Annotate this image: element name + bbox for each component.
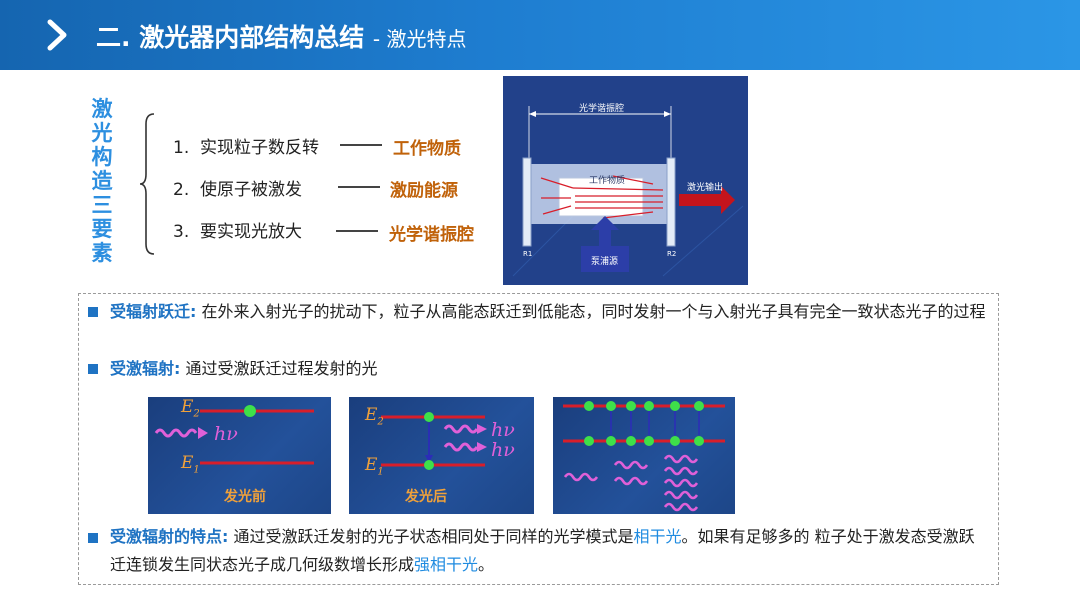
element-tag-2: 激励能源	[390, 181, 458, 201]
pump-label: 泵浦源	[591, 257, 619, 267]
stimulated-transition-paragraph: 受辐射跃迁: 在外来入射光子的扰动下，粒子从高能态跃迁到低能态，同时发射一个与入…	[110, 302, 986, 321]
after-label: 发光后	[405, 489, 447, 505]
square-bullet-icon	[88, 533, 98, 543]
before-label: 发光前	[224, 489, 266, 505]
chain-reaction-drawing	[563, 401, 725, 512]
after-emission-drawing	[381, 412, 487, 470]
connector-line-3	[336, 230, 378, 232]
element-tag-3: 光学谐振腔	[389, 225, 474, 245]
header-bar: 二. 激光器内部结构总结 - 激光特点	[0, 0, 1080, 70]
connector-line-1	[340, 144, 382, 146]
chevron-right-icon	[47, 19, 67, 51]
level-e1-label: E1	[181, 453, 200, 476]
level-e2-label: E2	[365, 405, 384, 428]
laser-cavity-diagram: 光学谐振腔 工作物质 激光输出 泵浦源 R1 R2	[503, 76, 748, 285]
mirror-r1-label: R1	[523, 250, 533, 258]
page-subtitle: 激光特点	[386, 27, 467, 51]
photon-label: hν	[214, 423, 238, 445]
medium-label: 工作物质	[589, 176, 626, 186]
coherent-light-highlight: 相干光	[633, 527, 682, 546]
cavity-drawing	[512, 106, 744, 277]
element-tag-1: 工作物质	[393, 139, 461, 159]
content-box	[78, 293, 999, 585]
strong-coherent-light-highlight: 强相干光	[414, 555, 479, 574]
element-item-2: 2. 使原子被激发	[173, 180, 303, 200]
before-emission-drawing	[154, 405, 314, 465]
photon-label: hν	[491, 419, 515, 441]
square-bullet-icon	[88, 364, 98, 374]
resonator-label: 光学谐振腔	[579, 104, 625, 114]
stimulated-emission-paragraph: 受激辐射: 通过受激跃迁过程发射的光	[110, 359, 378, 378]
connector-line-2	[338, 186, 380, 188]
characteristics-paragraph: 受激辐射的特点: 通过受激跃迁发射的光子状态相同处于同样的光学模式是相干光。如果…	[110, 527, 975, 574]
mirror-r2-label: R2	[667, 250, 677, 258]
output-label: 激光输出	[687, 183, 724, 193]
element-item-3: 3. 要实现光放大	[173, 222, 303, 242]
left-brace	[139, 113, 155, 255]
panel-chain-reaction	[553, 397, 735, 514]
level-e1-label: E1	[365, 455, 384, 478]
panel-after-emission: E2 E1 hν hν 发光后	[349, 397, 534, 514]
page-title: 二. 激光器内部结构总结 - 激光特点	[96, 23, 467, 52]
vertical-label: 激 光 构 造 三 要 素	[91, 97, 113, 265]
photon-label: hν	[491, 439, 515, 461]
level-e2-label: E2	[181, 397, 200, 420]
square-bullet-icon	[88, 307, 98, 317]
element-item-1: 1. 实现粒子数反转	[173, 138, 320, 158]
panel-before-emission: E2 E1 hν 发光前	[148, 397, 331, 514]
